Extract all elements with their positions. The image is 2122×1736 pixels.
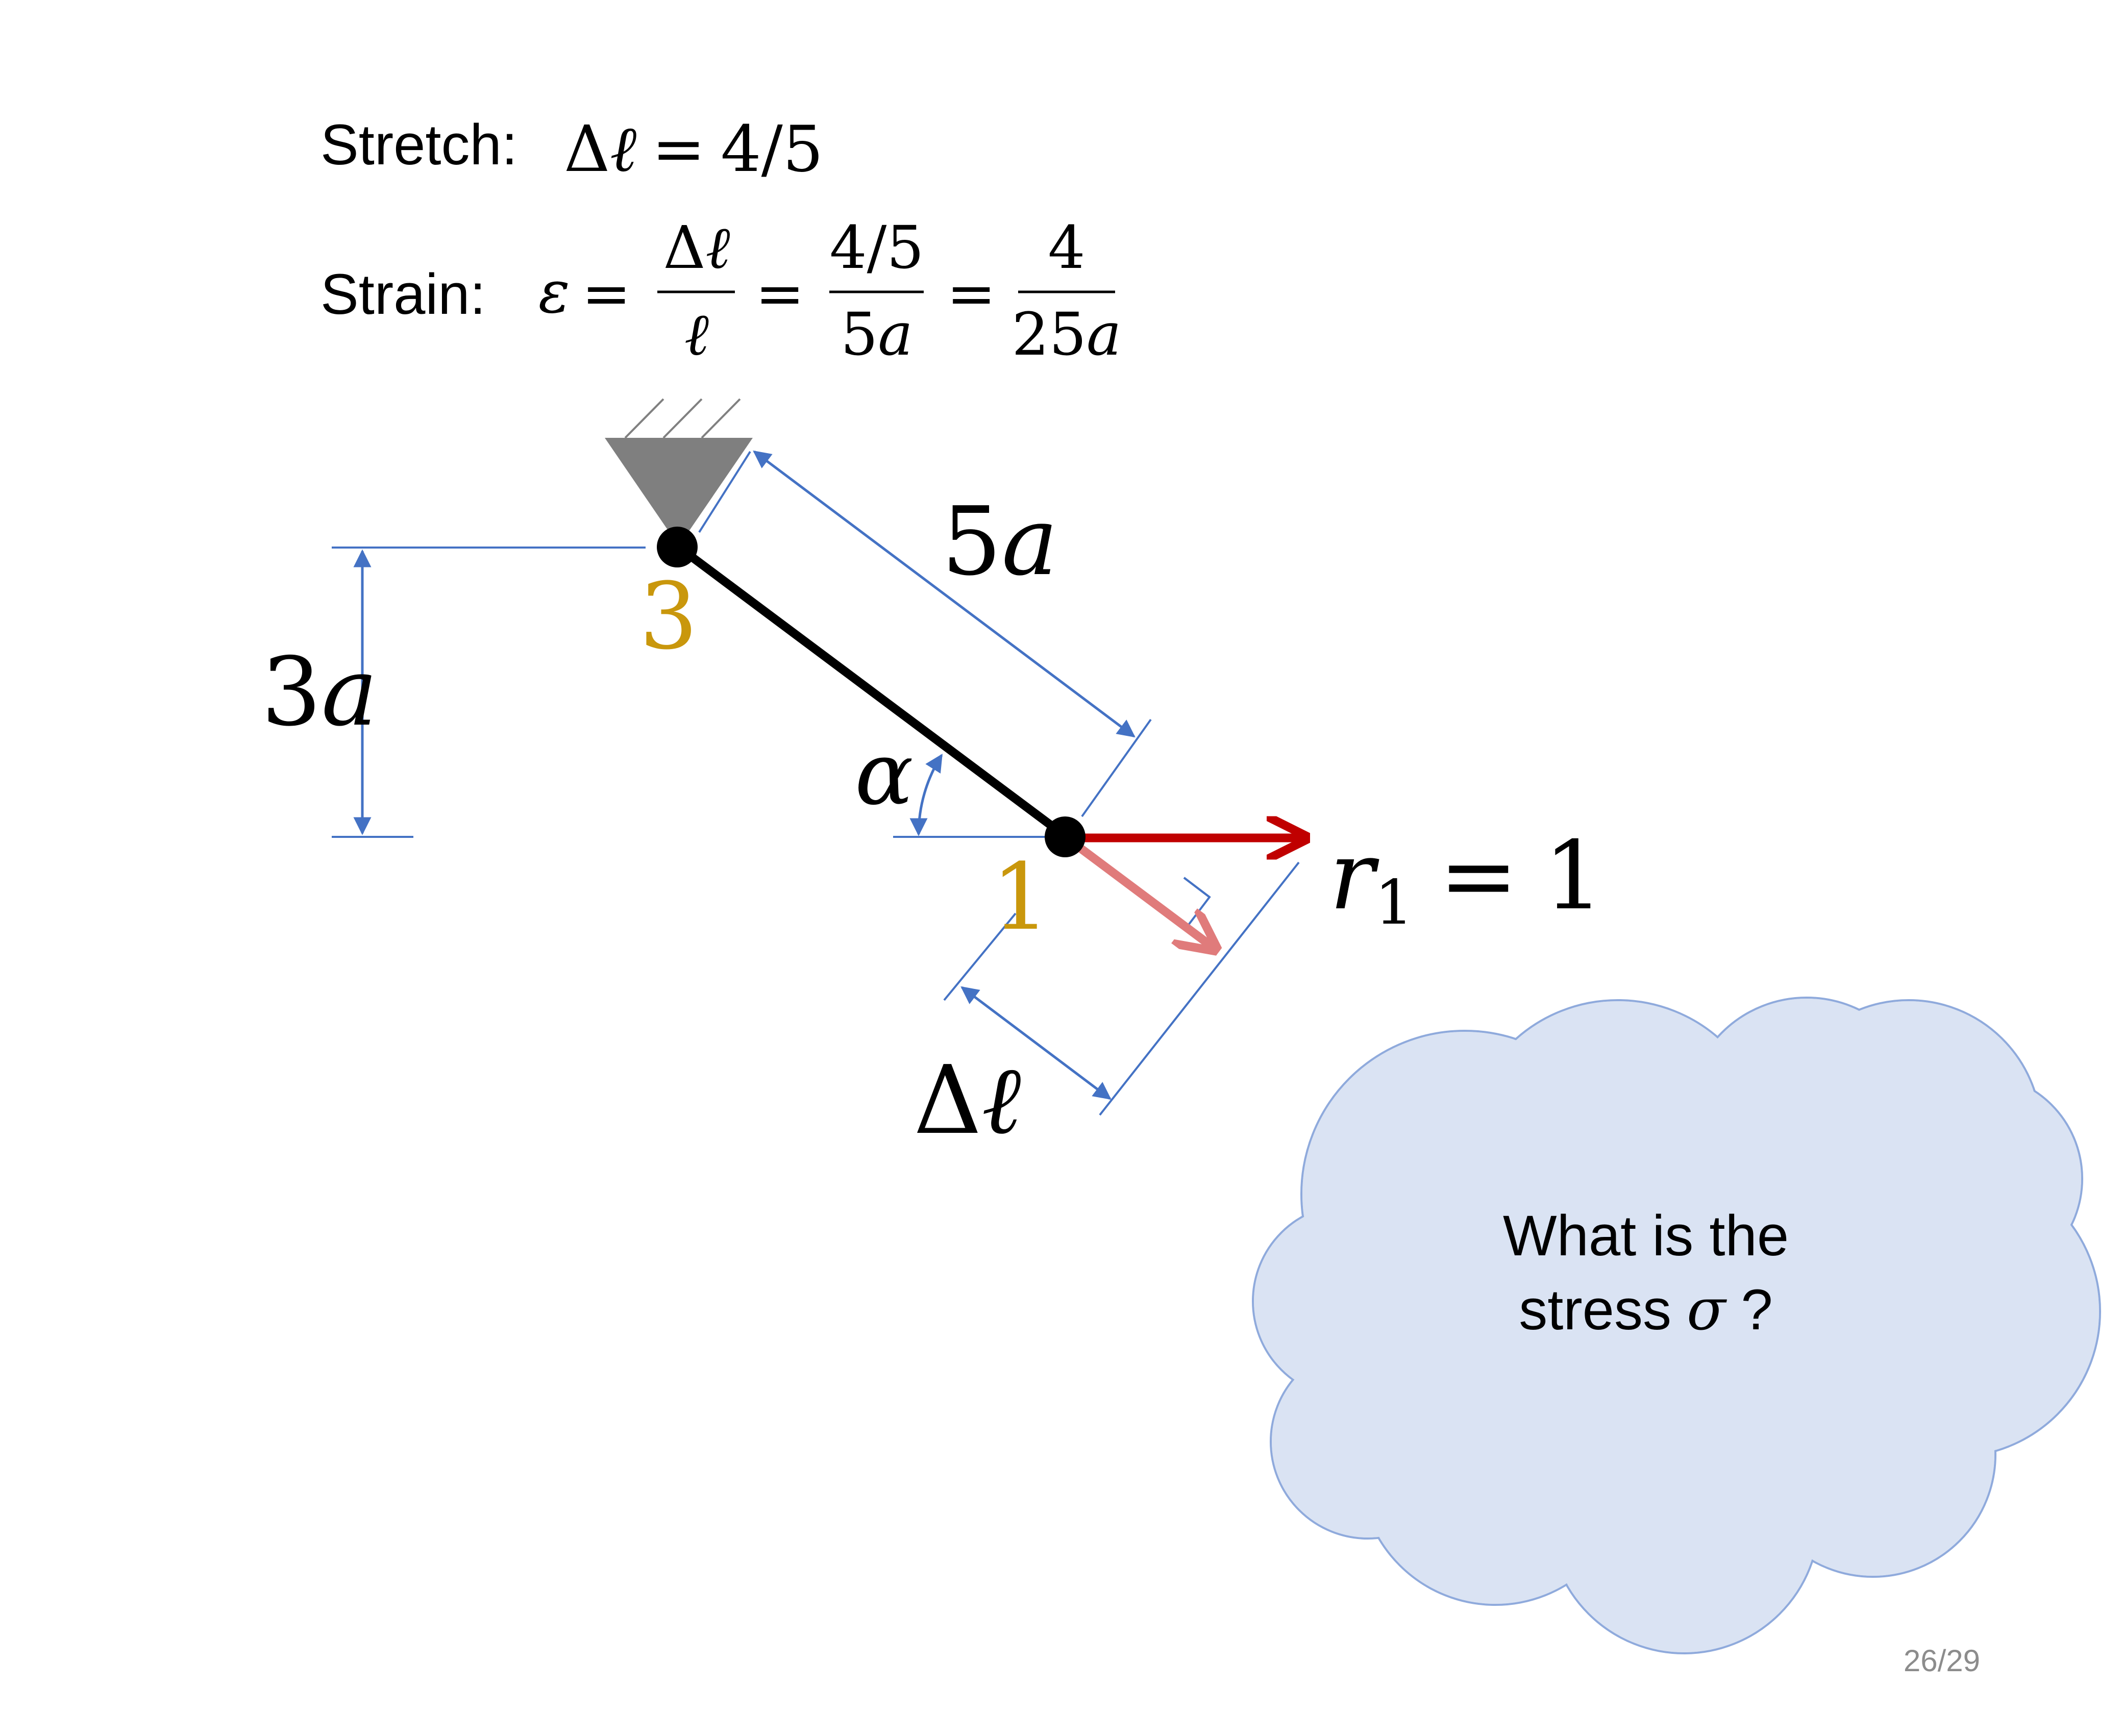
stretch-formula: Δℓ=4/5 (564, 112, 823, 186)
extension-line-left (943, 912, 1017, 1001)
stretch-label: Stretch: (320, 113, 517, 177)
strain-equals-2: = (755, 260, 804, 328)
force-label: r1=1 (1329, 821, 1604, 938)
elongation-dimension-line (960, 986, 1112, 1100)
frac2-numerator: 4/5 (829, 214, 924, 282)
node-3-label: 3 (639, 563, 698, 670)
elongation-label: Δℓ (914, 1045, 1021, 1155)
frac3-denominator: 25a (1012, 301, 1122, 369)
length-label: 5a (942, 486, 1058, 597)
extension-line-right (1099, 861, 1300, 1116)
length-dimension-line (753, 450, 1136, 738)
hatch-line (701, 398, 741, 439)
length-dimension: 5a (698, 450, 1152, 817)
height-label: 3a (261, 637, 378, 747)
strain-label: Strain: (320, 262, 486, 326)
hatch-line (624, 398, 664, 439)
frac1-numerator: Δℓ (663, 214, 730, 282)
frac2-denominator: 5a (841, 301, 913, 369)
node-1 (1045, 816, 1085, 857)
node-3 (657, 527, 698, 567)
stretch-equation: Stretch: Δℓ=4/5 (320, 112, 823, 186)
extension-line-top (698, 451, 751, 533)
angle-indicator: α (855, 724, 1062, 838)
page-number: 26/29 (1904, 1644, 1980, 1678)
right-angle-marker (1183, 877, 1211, 930)
cloud-question-line-1: What is the (1503, 1204, 1789, 1268)
strain-equation: Strain: ε = Δℓ ℓ = 4/5 5a = 4 25a (320, 214, 1121, 369)
angle-arc (909, 754, 943, 836)
hatch-line (662, 398, 703, 439)
strain-equals-1: = (582, 260, 631, 328)
elongation-dimension: Δℓ (914, 861, 1300, 1155)
strain-equals-3: = (947, 260, 996, 328)
angle-label: α (855, 724, 914, 825)
node-1-label: 1 (992, 844, 1050, 951)
frac1-denominator: ℓ (684, 301, 709, 369)
height-dimension: 3a (261, 547, 646, 838)
extension-line-bottom (1081, 718, 1152, 817)
pin-support (605, 398, 753, 546)
support-triangle (605, 438, 753, 546)
frac3-numerator: 4 (1048, 214, 1085, 282)
bar-element (674, 542, 1068, 839)
axial-component-arrow (1064, 834, 1212, 947)
strain-epsilon: ε (538, 258, 570, 327)
